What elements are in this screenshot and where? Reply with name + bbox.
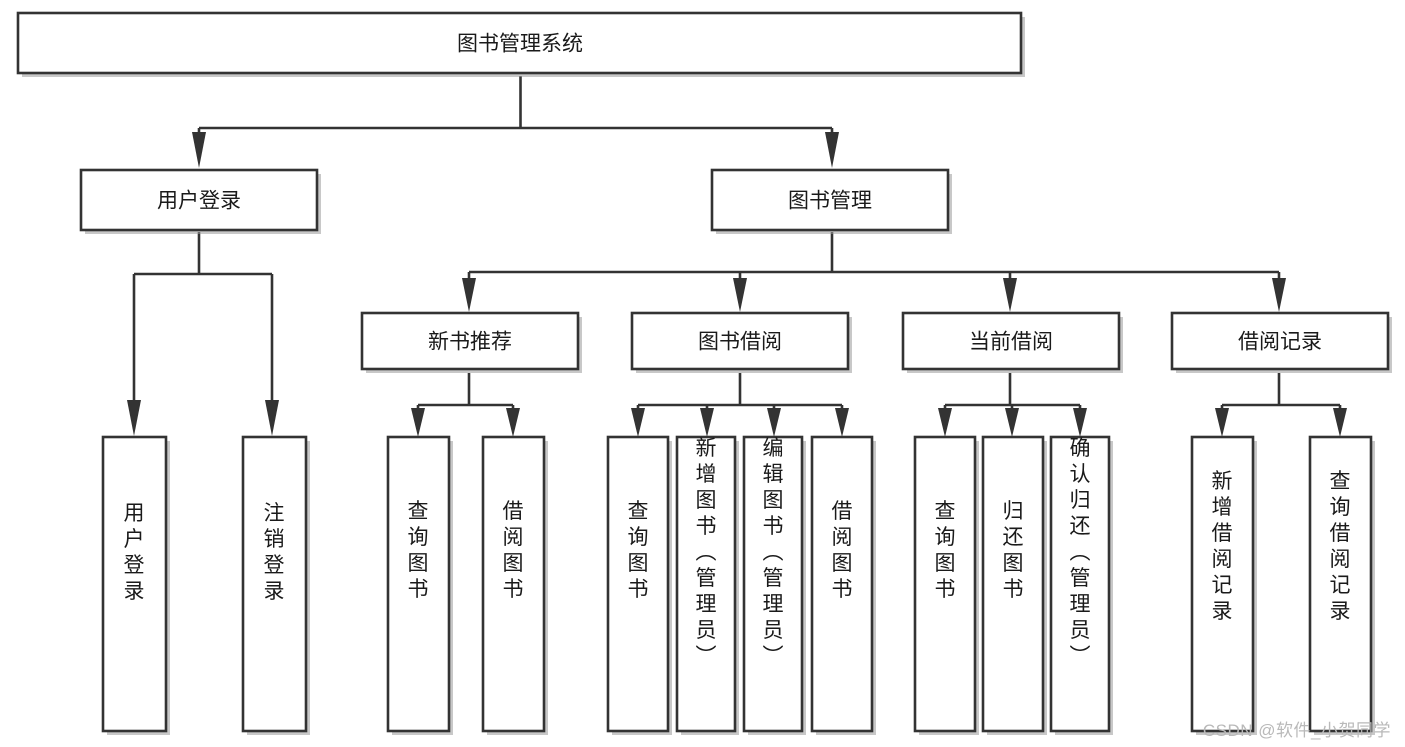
node-current-borrow[interactable]: 当前借阅	[901, 311, 1123, 373]
node-leaf-add-book-box[interactable]	[675, 435, 737, 733]
node-leaf-query-book-2-label: 查询图书	[628, 500, 649, 601]
node-book-manage[interactable]: 图书管理	[710, 168, 952, 234]
node-leaf-confirm-return-label: 确认归还︵管理员︶	[1070, 437, 1091, 668]
arrow-to-leaf-edit-book	[767, 408, 781, 437]
arrow-to-leaf-query-book-3	[938, 408, 952, 437]
node-book-borrow[interactable]: 图书借阅	[630, 311, 852, 373]
node-leaf-query-record-box[interactable]	[1308, 435, 1373, 733]
arrow-to-leaf-confirm-return	[1073, 408, 1087, 437]
arrow-to-user-login	[192, 132, 206, 168]
node-leaf-borrow-book-1-label: 借阅图书	[503, 500, 524, 601]
node-leaf-user-login-label: 用户登录	[124, 502, 145, 603]
node-leaf-query-book-1-label: 查询图书	[408, 500, 429, 601]
arrow-to-leaf-add-book	[700, 408, 714, 437]
node-leaf-borrow-book-2-box[interactable]	[810, 435, 874, 733]
node-leaf-edit-book-box[interactable]	[742, 435, 804, 733]
leaf-nodes: 用户登录 注销登录 查询图书 借阅图书 查询图书	[101, 435, 1375, 735]
node-leaf-query-book-3[interactable]: 查询图书	[913, 435, 979, 735]
node-leaf-query-book-1[interactable]: 查询图书	[386, 435, 453, 735]
node-user-login-label: 用户登录	[157, 190, 241, 213]
node-root-box[interactable]	[16, 11, 1023, 75]
arrow-to-leaf-query-book-2	[631, 408, 645, 437]
node-leaf-query-record[interactable]: 查询借阅记录	[1308, 435, 1375, 735]
arrow-to-leaf-return-book	[1005, 408, 1019, 437]
node-leaf-borrow-book-1[interactable]: 借阅图书	[481, 435, 548, 735]
arrow-to-leaf-query-book-1	[411, 408, 425, 437]
node-leaf-query-book-2[interactable]: 查询图书	[606, 435, 672, 735]
node-leaf-logout-login[interactable]: 注销登录	[241, 435, 310, 735]
node-book-manage-box[interactable]	[710, 168, 950, 232]
arrow-to-new-book-recommend	[462, 278, 476, 312]
node-leaf-query-book-1-box[interactable]	[386, 435, 451, 733]
node-leaf-edit-book[interactable]: 编辑图书︵管理员︶	[742, 435, 806, 735]
node-leaf-borrow-book-2[interactable]: 借阅图书	[810, 435, 876, 735]
node-leaf-query-book-3-label: 查询图书	[935, 500, 956, 601]
arrow-to-leaf-logout-login	[265, 400, 279, 436]
node-leaf-query-record-label: 查询借阅记录	[1330, 470, 1351, 623]
node-root[interactable]: 图书管理系统	[16, 11, 1025, 77]
arrow-to-leaf-borrow-book-2	[835, 408, 849, 437]
arrow-to-leaf-user-login	[127, 400, 141, 436]
node-leaf-add-record-label: 新增借阅记录	[1212, 470, 1233, 623]
arrow-to-book-manage	[825, 132, 839, 168]
node-leaf-confirm-return[interactable]: 确认归还︵管理员︶	[1049, 435, 1113, 735]
node-leaf-add-record[interactable]: 新增借阅记录	[1190, 435, 1257, 735]
node-current-borrow-box[interactable]	[901, 311, 1121, 371]
node-book-borrow-box[interactable]	[630, 311, 850, 371]
node-leaf-add-record-box[interactable]	[1190, 435, 1255, 733]
node-leaf-user-login[interactable]: 用户登录	[101, 435, 170, 735]
arrow-to-leaf-query-record	[1333, 408, 1347, 437]
node-leaf-borrow-book-2-label: 借阅图书	[832, 500, 853, 601]
node-user-login[interactable]: 用户登录	[79, 168, 321, 234]
node-leaf-logout-login-label: 注销登录	[264, 502, 285, 603]
node-borrow-record-label: 借阅记录	[1238, 331, 1322, 354]
node-leaf-borrow-book-1-box[interactable]	[481, 435, 546, 733]
node-book-manage-label: 图书管理	[788, 190, 872, 213]
node-user-login-box[interactable]	[79, 168, 319, 232]
node-new-book-recommend[interactable]: 新书推荐	[360, 311, 582, 373]
connectors	[127, 76, 1347, 437]
node-leaf-add-book-label: 新增图书︵管理员︶	[696, 437, 717, 668]
arrow-to-borrow-record	[1272, 278, 1286, 312]
arrow-to-leaf-add-record	[1215, 408, 1229, 437]
node-borrow-record[interactable]: 借阅记录	[1170, 311, 1392, 373]
arrow-to-leaf-borrow-book-1	[506, 408, 520, 437]
node-new-book-recommend-label: 新书推荐	[428, 331, 512, 354]
node-leaf-return-book-label: 归还图书	[1003, 500, 1024, 601]
node-current-borrow-label: 当前借阅	[969, 331, 1053, 354]
node-leaf-logout-login-box[interactable]	[241, 435, 308, 733]
arrow-to-book-borrow	[733, 278, 747, 312]
node-root-label: 图书管理系统	[457, 33, 583, 56]
node-leaf-edit-book-label: 编辑图书︵管理员︶	[763, 437, 784, 668]
node-leaf-query-book-2-box[interactable]	[606, 435, 670, 733]
node-leaf-return-book[interactable]: 归还图书	[981, 435, 1047, 735]
csdn-watermark: CSDN @软件_小贺同学	[1202, 721, 1391, 740]
node-leaf-return-book-box[interactable]	[981, 435, 1045, 733]
node-leaf-confirm-return-box[interactable]	[1049, 435, 1111, 733]
node-new-book-recommend-box[interactable]	[360, 311, 580, 371]
node-leaf-user-login-box[interactable]	[101, 435, 168, 733]
arrow-to-current-borrow	[1003, 278, 1017, 312]
node-borrow-record-box[interactable]	[1170, 311, 1390, 371]
node-book-borrow-label: 图书借阅	[698, 331, 782, 354]
node-leaf-add-book[interactable]: 新增图书︵管理员︶	[675, 435, 739, 735]
node-leaf-query-book-3-box[interactable]	[913, 435, 977, 733]
